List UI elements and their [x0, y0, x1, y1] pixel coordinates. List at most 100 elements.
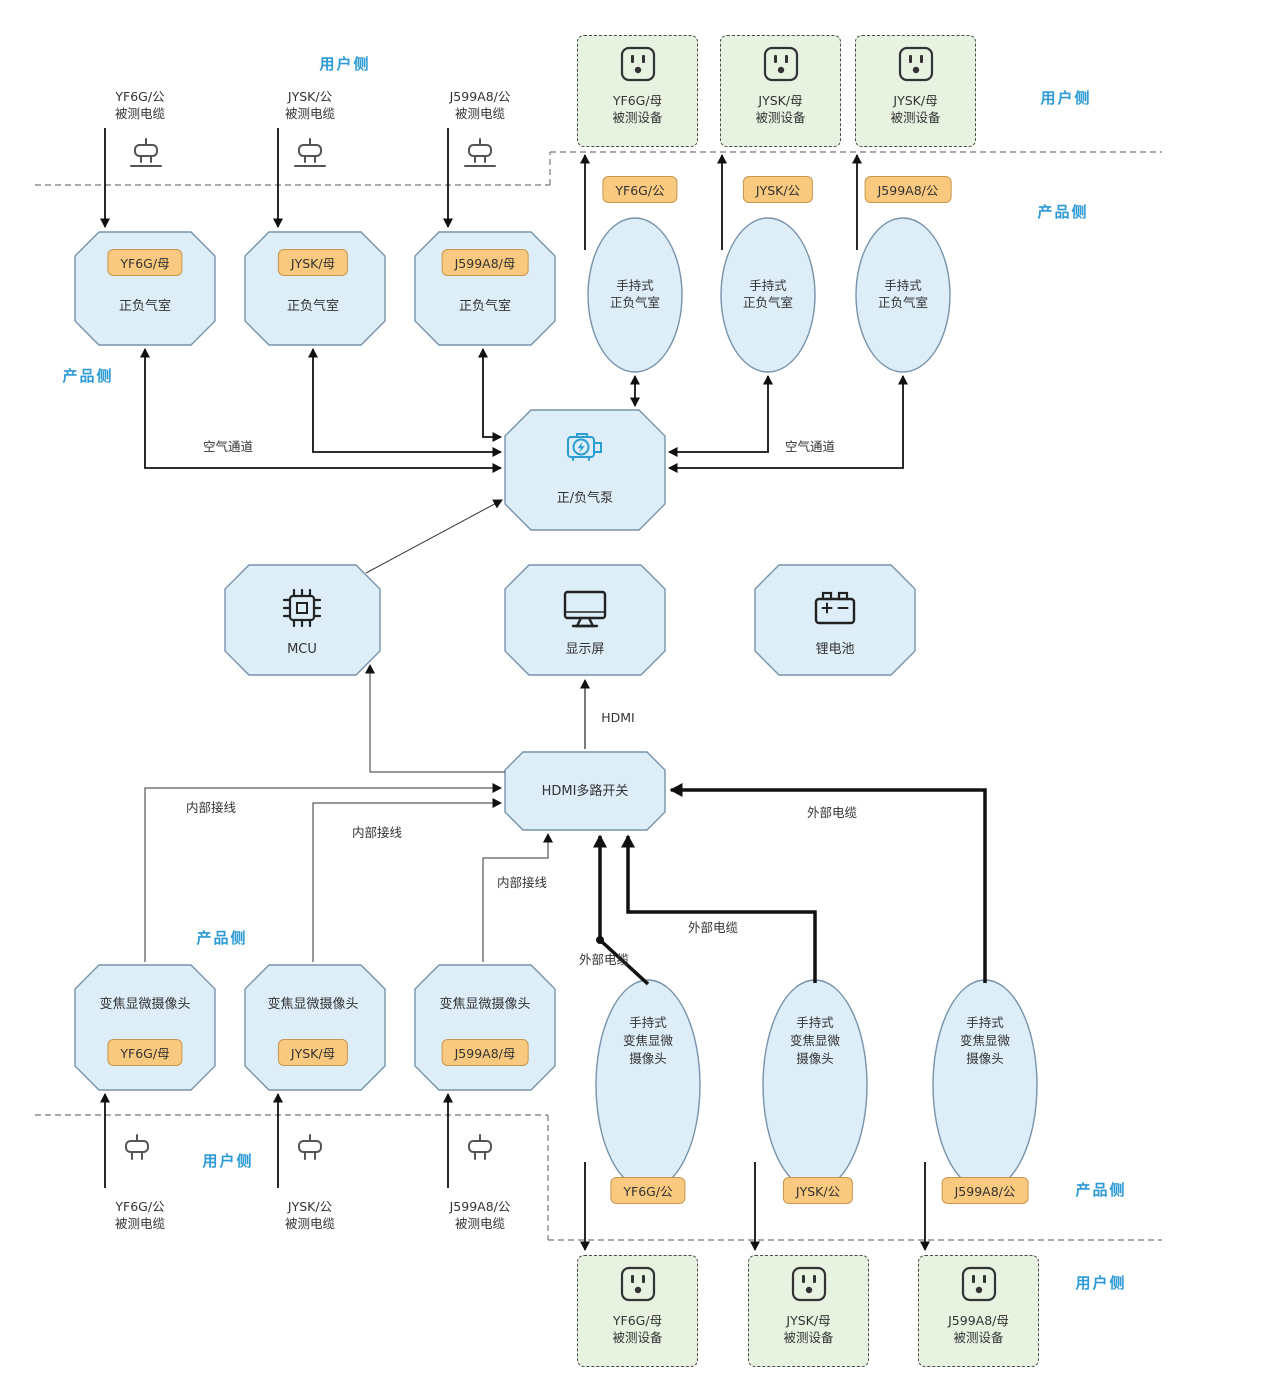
device-name: JYSK/母 [758, 93, 803, 108]
hdmi-switch-node: HDMI多路开关 [541, 784, 629, 799]
cable-junction-dot [596, 936, 604, 944]
connector-tag: JYSK/母 [277, 1039, 349, 1066]
device-name: JYSK/母 [786, 1313, 831, 1328]
device-label: JYSK/母 被测设备 [783, 1312, 833, 1346]
cable-label: J599A8/公 被测电缆 [450, 88, 511, 122]
air-channel-label-right: 空气通道 [784, 439, 836, 454]
plug-icon [292, 1132, 328, 1172]
node-line: 摄像头 [966, 1051, 1004, 1066]
node-line: 手持式 [749, 278, 787, 293]
handheld-camera-node: 手持式 变焦显微 摄像头 [623, 1014, 673, 1068]
cable-name: YF6G/公 [115, 89, 165, 104]
battery-shape [754, 564, 916, 676]
pump-shape [504, 409, 666, 531]
internal-line-1 [144, 783, 502, 962]
air-line-left-1 [140, 348, 502, 473]
user-side-label-bottom-left: 用户侧 [202, 1152, 254, 1170]
device-name: JYSK/母 [893, 93, 938, 108]
external-cable-label: 外部电缆 [806, 805, 858, 820]
internal-wiring-label: 内部接线 [351, 825, 403, 840]
product-side-label-top-right: 产品侧 [1037, 203, 1089, 221]
socket-icon [619, 45, 657, 87]
device-label: JYSK/母 被测设备 [755, 92, 805, 126]
connector-tag: J599A8/公 [864, 176, 952, 203]
node-line: 变焦显微 [622, 1033, 674, 1048]
external-cable-label: 外部电缆 [687, 920, 739, 935]
user-side-label-top-left: 用户侧 [319, 55, 371, 73]
node-line: 变焦显微 [789, 1033, 841, 1048]
socket-icon [762, 45, 800, 87]
cable-desc: 被测电缆 [284, 106, 336, 121]
user-side-label-top-right: 用户侧 [1040, 89, 1092, 107]
plug-icon [119, 1132, 155, 1172]
external-cable-2 [621, 834, 817, 983]
device-label: J599A8/母 被测设备 [948, 1312, 1009, 1346]
device-name: YF6G/母 [612, 1313, 663, 1328]
device-name: J599A8/母 [948, 1313, 1009, 1328]
node-line: 变焦显微 [959, 1033, 1011, 1048]
handheld-camera-shape-2 [762, 979, 868, 1191]
plug-icon [292, 136, 328, 176]
camera-shape-2 [244, 964, 386, 1091]
handheld-chamber-shape-3 [855, 217, 951, 373]
device-label: YF6G/母 被测设备 [612, 92, 662, 126]
cable-name: J599A8/公 [449, 1199, 511, 1214]
air-channel-label-left: 空气通道 [202, 439, 254, 454]
cable-name: JYSK/公 [287, 1199, 333, 1214]
cable-desc: 被测电缆 [454, 106, 506, 121]
node-line: 摄像头 [796, 1051, 834, 1066]
cable-desc: 被测电缆 [454, 1216, 506, 1231]
air-chamber-node: 正负气室 [118, 299, 172, 314]
product-side-label-bottom-left: 产品侧 [196, 929, 248, 947]
device-label: YF6G/母 被测设备 [612, 1312, 662, 1346]
external-cable-3 [669, 783, 987, 983]
cable-label: YF6G/公 被测电缆 [115, 1198, 165, 1232]
node-line: 手持式 [616, 278, 654, 293]
boundary-dashed-lines [35, 151, 1162, 1241]
node-line: 手持式 [796, 1015, 834, 1030]
internal-wiring-label: 内部接线 [496, 875, 548, 890]
product-side-label-bottom-right: 产品侧 [1075, 1181, 1127, 1199]
node-line: 手持式 [629, 1015, 667, 1030]
device-desc: 被测设备 [612, 1330, 663, 1345]
connector-tag: YF6G/公 [610, 1177, 686, 1204]
device-under-test: J599A8/母 被测设备 [918, 1255, 1039, 1367]
camera-node: 变焦显微摄像头 [267, 997, 359, 1012]
hdmi-switch-shape [504, 751, 666, 831]
socket-icon [960, 1265, 998, 1307]
air-line-left-2 [308, 348, 502, 457]
node-line: 手持式 [884, 278, 922, 293]
plug-icon [462, 136, 498, 176]
device-desc: 被测设备 [953, 1330, 1004, 1345]
connector-tag: YF6G/公 [602, 176, 678, 203]
handheld-camera-shape-3 [932, 979, 1038, 1191]
cable-desc: 被测电缆 [114, 1216, 166, 1231]
cable-label: JYSK/公 被测电缆 [285, 88, 335, 122]
handheld-chamber-node: 手持式 正负气室 [743, 277, 793, 311]
node-line: 正负气室 [742, 295, 794, 310]
air-chamber-node: 正负气室 [286, 299, 340, 314]
battery-node: 锂电池 [815, 642, 855, 657]
device-desc: 被测设备 [890, 110, 941, 125]
connector-tag: J599A8/公 [941, 1177, 1029, 1204]
socket-icon [790, 1265, 828, 1307]
monitor-icon [561, 586, 609, 634]
pump-node: 正/负气泵 [556, 491, 614, 506]
device-desc: 被测设备 [612, 110, 663, 125]
camera-shape-3 [414, 964, 556, 1091]
mcu-node: MCU [287, 642, 317, 657]
handheld-camera-node: 手持式 变焦显微 摄像头 [790, 1014, 840, 1068]
product-side-label-left: 产品侧 [62, 367, 114, 385]
device-under-test: JYSK/母 被测设备 [720, 35, 841, 147]
node-line: 正负气室 [609, 295, 661, 310]
pump-icon [562, 424, 608, 474]
socket-icon [619, 1265, 657, 1307]
internal-wiring-label: 内部接线 [185, 800, 237, 815]
user-side-label-bottom-right: 用户侧 [1075, 1274, 1127, 1292]
camera-node: 变焦显微摄像头 [99, 997, 191, 1012]
plug-icon [128, 136, 164, 176]
connector-tag: YF6G/母 [107, 1039, 183, 1066]
cable-name: JYSK/公 [287, 89, 333, 104]
cable-label: JYSK/公 被测电缆 [285, 1198, 335, 1232]
device-name: YF6G/母 [612, 93, 663, 108]
